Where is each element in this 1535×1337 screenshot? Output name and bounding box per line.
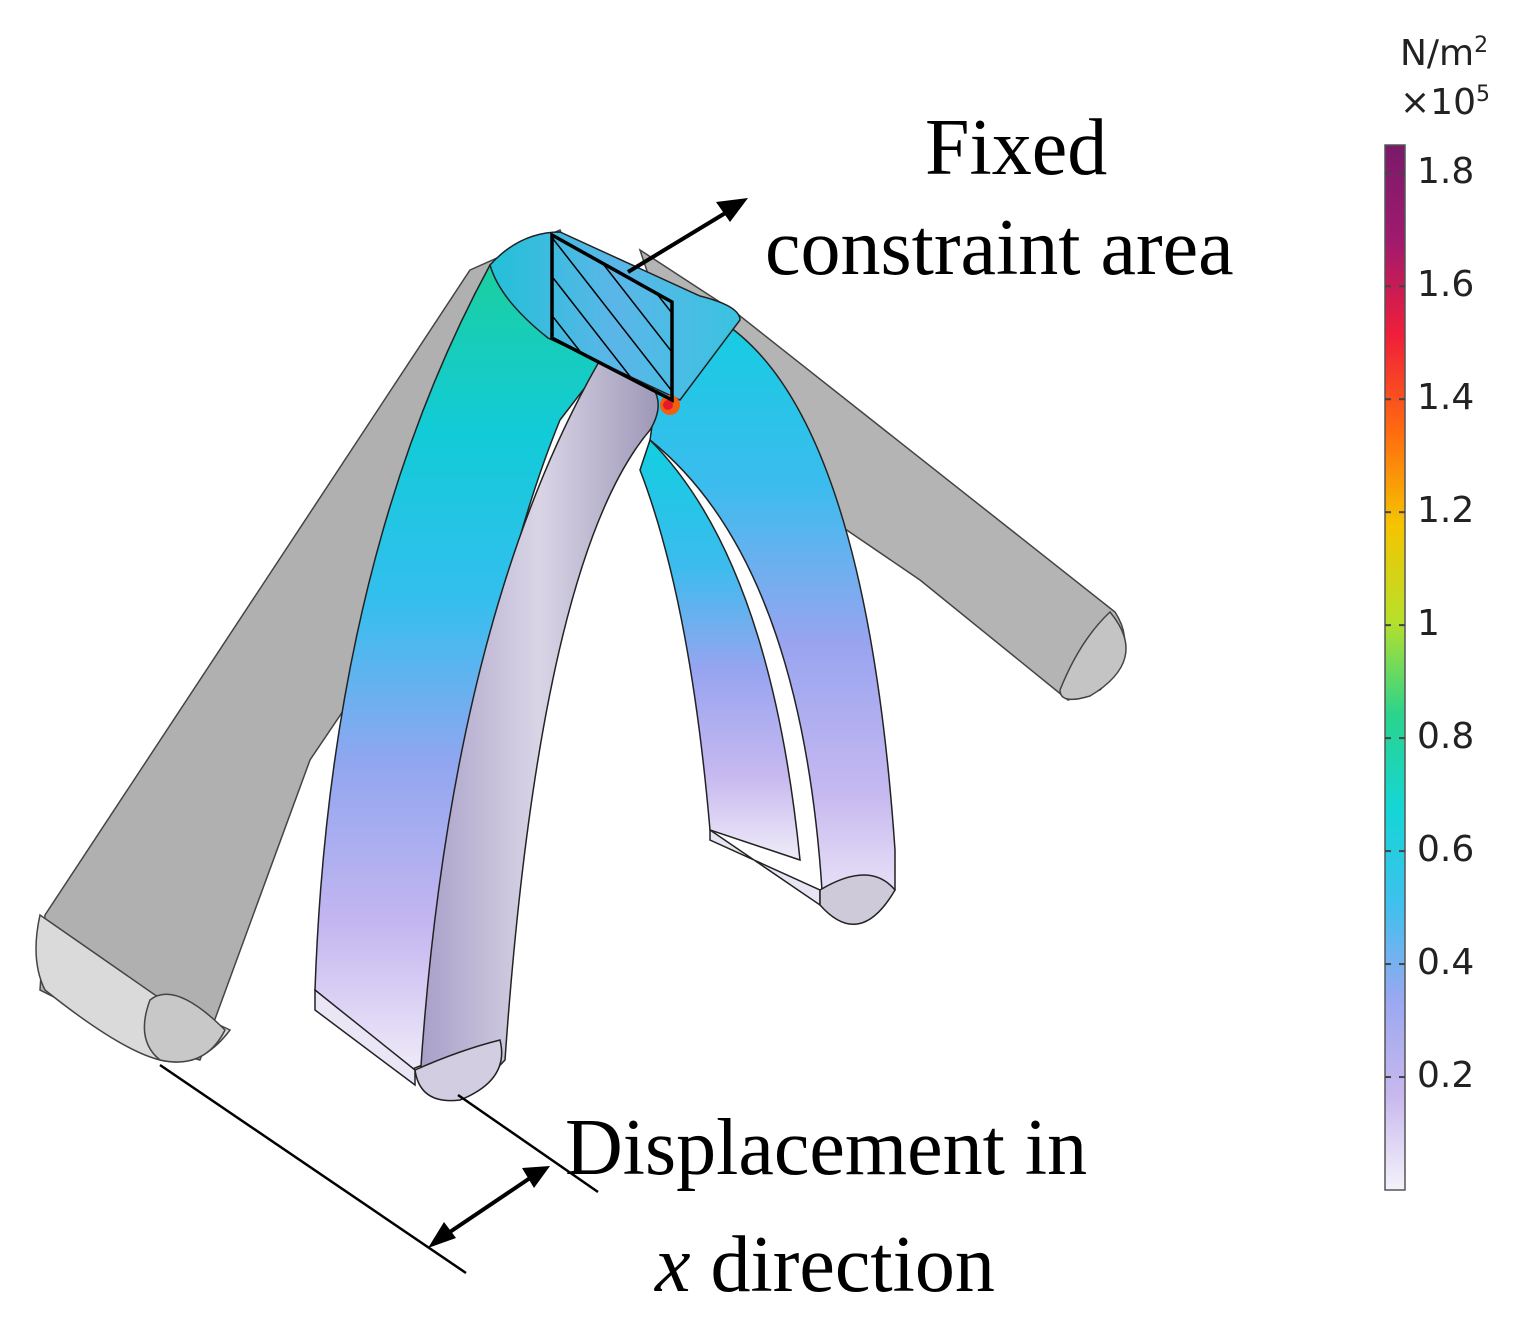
- colorbar-tick-label: 1.8: [1417, 151, 1475, 193]
- displacement-dimension: [159, 1063, 599, 1275]
- colorbar-tick-label: 0.8: [1417, 716, 1475, 758]
- displacement-label-line2: x direction: [655, 1225, 995, 1305]
- colorbar-tick-label: 1.4: [1417, 377, 1475, 419]
- colorbar-tick-label: 0.4: [1417, 942, 1475, 984]
- colorbar-tick-label: 1.6: [1417, 264, 1475, 306]
- colorbar: [1384, 144, 1406, 1191]
- displacement-arrowhead-left: [428, 1222, 456, 1248]
- fixed-constraint-arrow: [626, 198, 748, 274]
- displacement-label-line1: Displacement in: [565, 1104, 1088, 1192]
- left-arch: [314, 255, 662, 1102]
- x-variable: x: [655, 1221, 691, 1309]
- colorbar-tick-label: 0.6: [1417, 829, 1475, 871]
- fixed-label-line2: constraint area: [765, 204, 1234, 292]
- colorbar-tick-label: 1: [1417, 603, 1440, 645]
- colorbar-tick-label: 0.2: [1417, 1055, 1475, 1097]
- colorbar-gradient: [1384, 144, 1406, 1191]
- colorbar-tick-label: 1.2: [1417, 490, 1475, 532]
- fixed-constraint-area: [550, 232, 674, 403]
- right-arch: [639, 299, 896, 925]
- colorbar-unit: N/m2: [1400, 33, 1489, 74]
- displacement-arrowhead-right: [522, 1166, 550, 1188]
- fixed-label-line1: Fixed: [925, 104, 1108, 192]
- colorbar-scale: ×105: [1400, 82, 1490, 123]
- direction-word: direction: [690, 1221, 995, 1309]
